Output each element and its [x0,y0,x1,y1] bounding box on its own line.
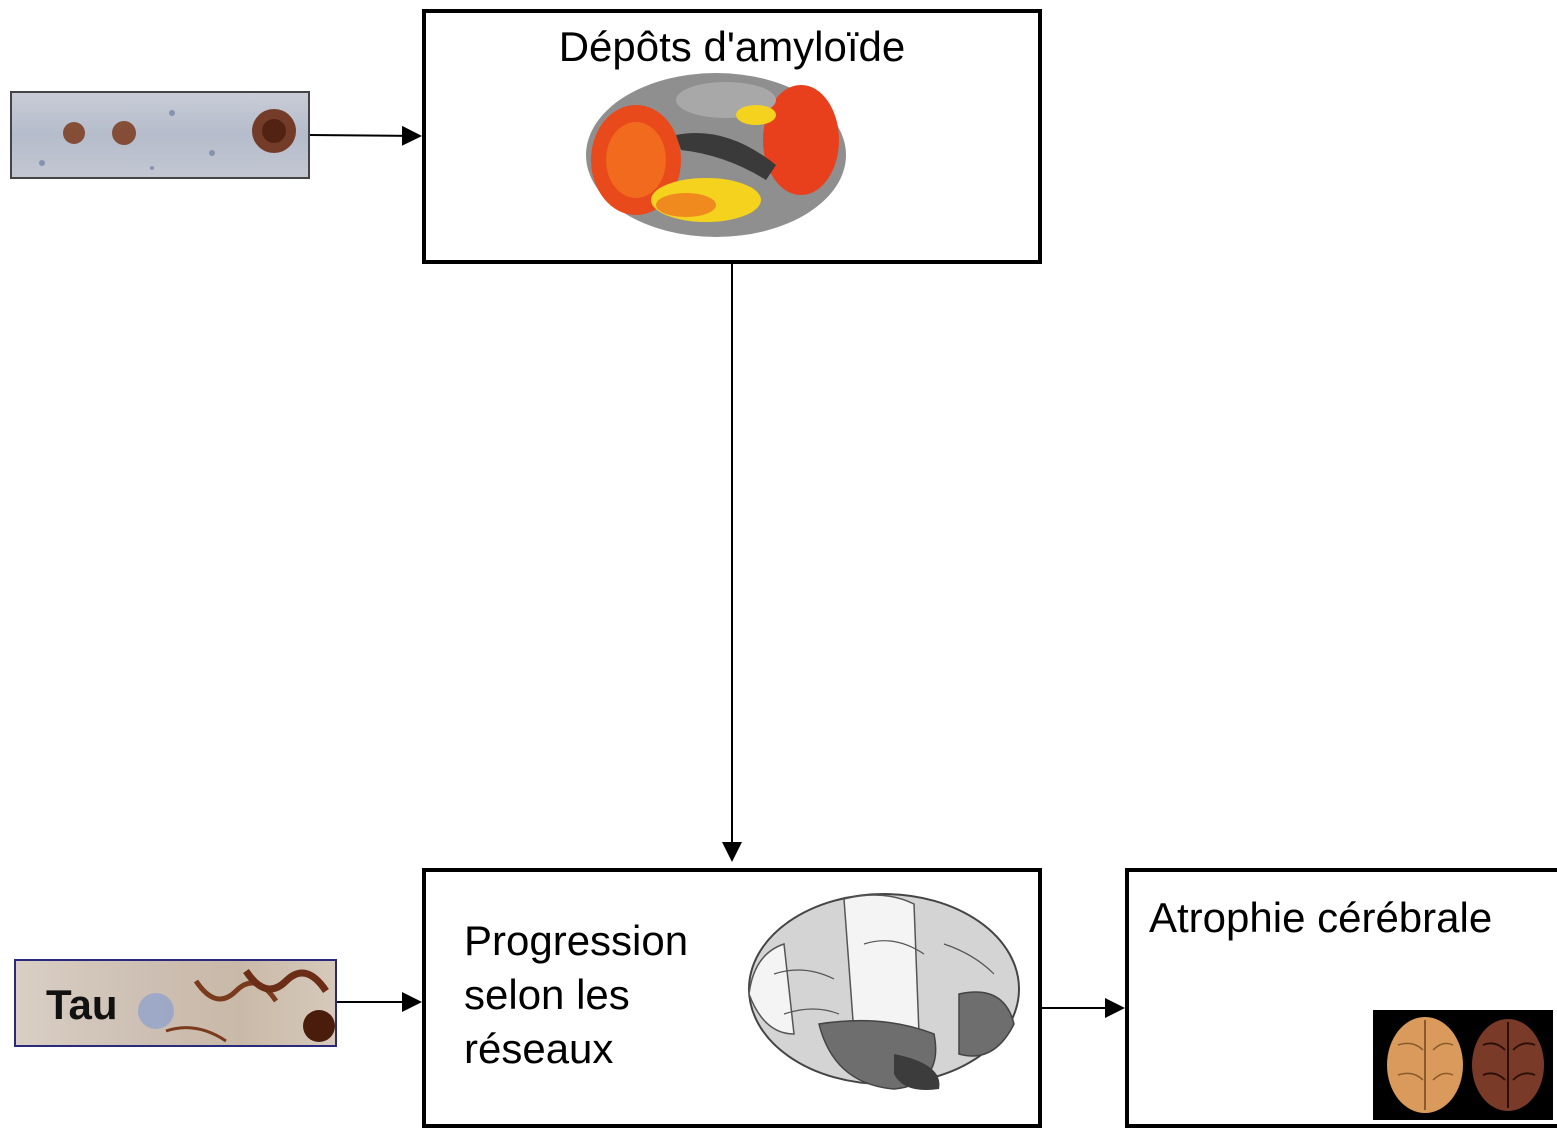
amyloid-title: Dépôts d'amyloïde [558,23,906,70]
atrophy-title: Atrophie cérébrale [1149,894,1493,941]
network-progression-box: Progression selon les réseaux [422,868,1042,1128]
tau-micrograph: Tau [14,959,337,1047]
arrow-plaque-to-amyloid [309,125,422,146]
progression-line-1: Progression [464,917,689,964]
amyloid-brain-image [586,73,846,237]
progression-line-2: selon les [464,971,630,1018]
amyloid-deposits-box: Dépôts d'amyloïde [422,9,1042,264]
tau-label: Tau [46,981,118,1028]
amyloid-plaque-micrograph [10,91,310,179]
progression-text: Progression selon les réseaux [464,914,688,1076]
atrophy-brain-photos [1373,1010,1553,1120]
network-brain-diagram [748,893,1020,1090]
progression-line-3: réseaux [464,1025,614,1072]
brain-atrophy-box: Atrophie cérébrale [1125,868,1557,1128]
